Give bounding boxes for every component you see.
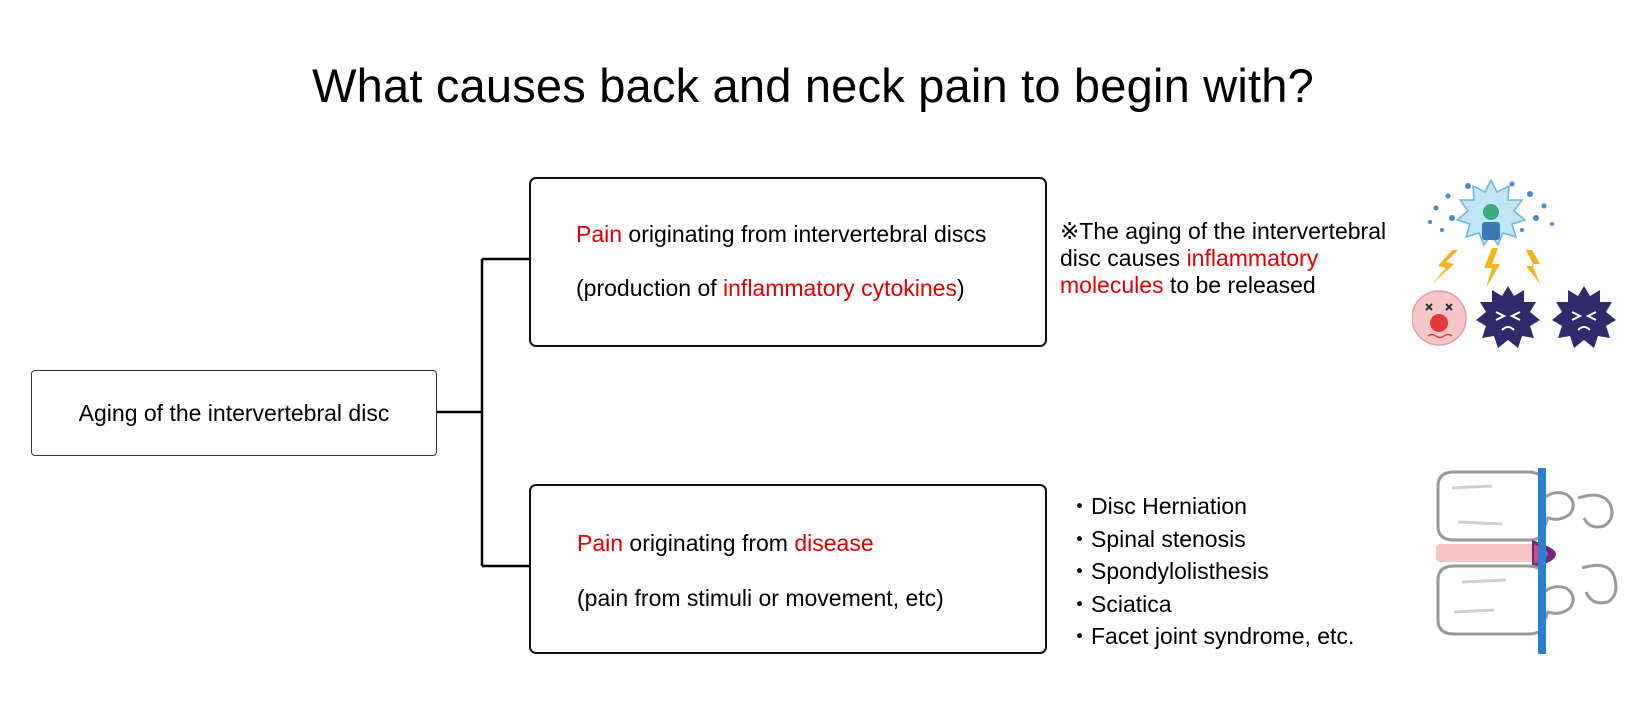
branch-disease-pain-heading: Pain originating from disease <box>577 530 874 557</box>
root-node-label: Aging of the intervertebral disc <box>78 399 390 426</box>
list-item: ・Facet joint syndrome, etc. <box>1068 623 1355 649</box>
branch-disease-pain-detail: (pain from stimuli or movement, etc) <box>577 585 944 611</box>
pain-highlight: Pain <box>577 530 624 556</box>
branch-disc-pain-heading-rest: originating from intervertebral discs <box>622 221 987 247</box>
pink-molecule-icon <box>1412 290 1467 346</box>
pain-highlight: Pain <box>576 221 623 247</box>
root-node-aging-disc: Aging of the intervertebral disc <box>31 370 437 456</box>
particle-dots <box>1428 181 1554 232</box>
inflammatory-molecules-highlight: inflammatory molecules <box>1060 245 1319 298</box>
note-suffix: to be released <box>1163 272 1316 298</box>
lightning-icon <box>1432 248 1540 288</box>
vertebra-icon <box>1436 470 1575 542</box>
cytokines-highlight: inflammatory cytokines <box>723 275 957 301</box>
disease-list: ・Disc Herniation ・Spinal stenosis ・Spond… <box>1068 490 1354 653</box>
branch-node-disc-pain: Pain originating from intervertebral dis… <box>529 177 1047 347</box>
branch-disc-pain-detail: (production of inflammatory cytokines) <box>576 275 965 302</box>
list-item: ・Spinal stenosis <box>1068 525 1246 552</box>
inflammation-note: ※The aging of the intervertebral disc ca… <box>1060 218 1420 299</box>
branch-node-disease-pain: Pain originating from disease (pain from… <box>529 484 1047 654</box>
dark-molecule-icon <box>1476 286 1540 348</box>
inflammation-molecules-illustration <box>1412 178 1616 348</box>
inflamed-cell-icon <box>1455 178 1527 247</box>
disease-highlight: disease <box>794 530 874 556</box>
detail-prefix: (production of <box>576 275 724 301</box>
dark-molecule-icon <box>1552 286 1616 348</box>
page-title: What causes back and neck pain to begin … <box>312 59 1314 112</box>
spinal-process-icon <box>1581 563 1618 605</box>
note-prefix: ※The aging of the intervertebral disc ca… <box>1060 218 1387 271</box>
list-item: ・Sciatica <box>1068 590 1172 617</box>
branch-disc-pain-heading: Pain originating from intervertebral dis… <box>576 221 986 248</box>
list-item: ・Spondylolisthesis <box>1068 558 1269 584</box>
branch-disease-pain-heading-rest: originating from <box>623 530 795 556</box>
list-item: ・Disc Herniation <box>1068 493 1247 519</box>
vertebra-icon <box>1436 564 1575 636</box>
spine-disc-herniation-illustration <box>1436 468 1618 654</box>
nerve-icon <box>1538 468 1546 654</box>
detail-suffix: ) <box>956 275 965 301</box>
